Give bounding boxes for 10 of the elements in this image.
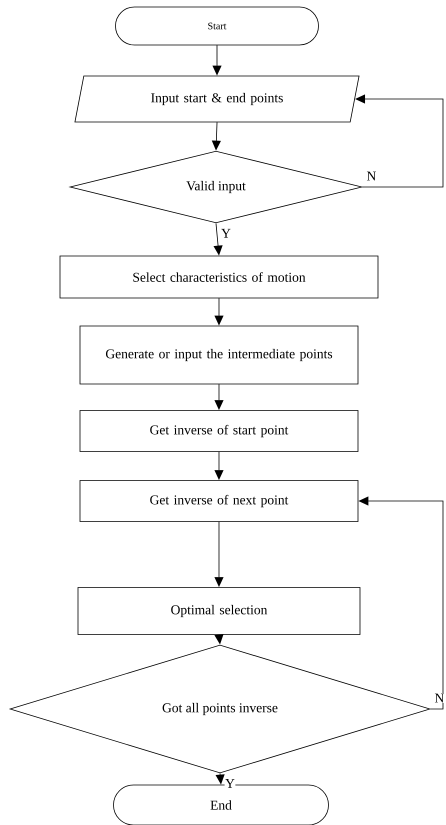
process-box: Get inverse of next point — [80, 480, 358, 522]
process-box: Get inverse of start point — [80, 410, 358, 452]
process-box: Generate or input the intermediate points — [80, 326, 358, 384]
edge-label: N — [366, 171, 377, 181]
process-box: Optimal selection — [78, 587, 360, 635]
edge-label: N — [434, 693, 445, 703]
process-box: Select characteristics of motion — [60, 256, 378, 298]
edge-label: Y — [224, 778, 236, 788]
start-terminal: Start — [115, 6, 319, 46]
edge-label: Y — [220, 228, 232, 238]
